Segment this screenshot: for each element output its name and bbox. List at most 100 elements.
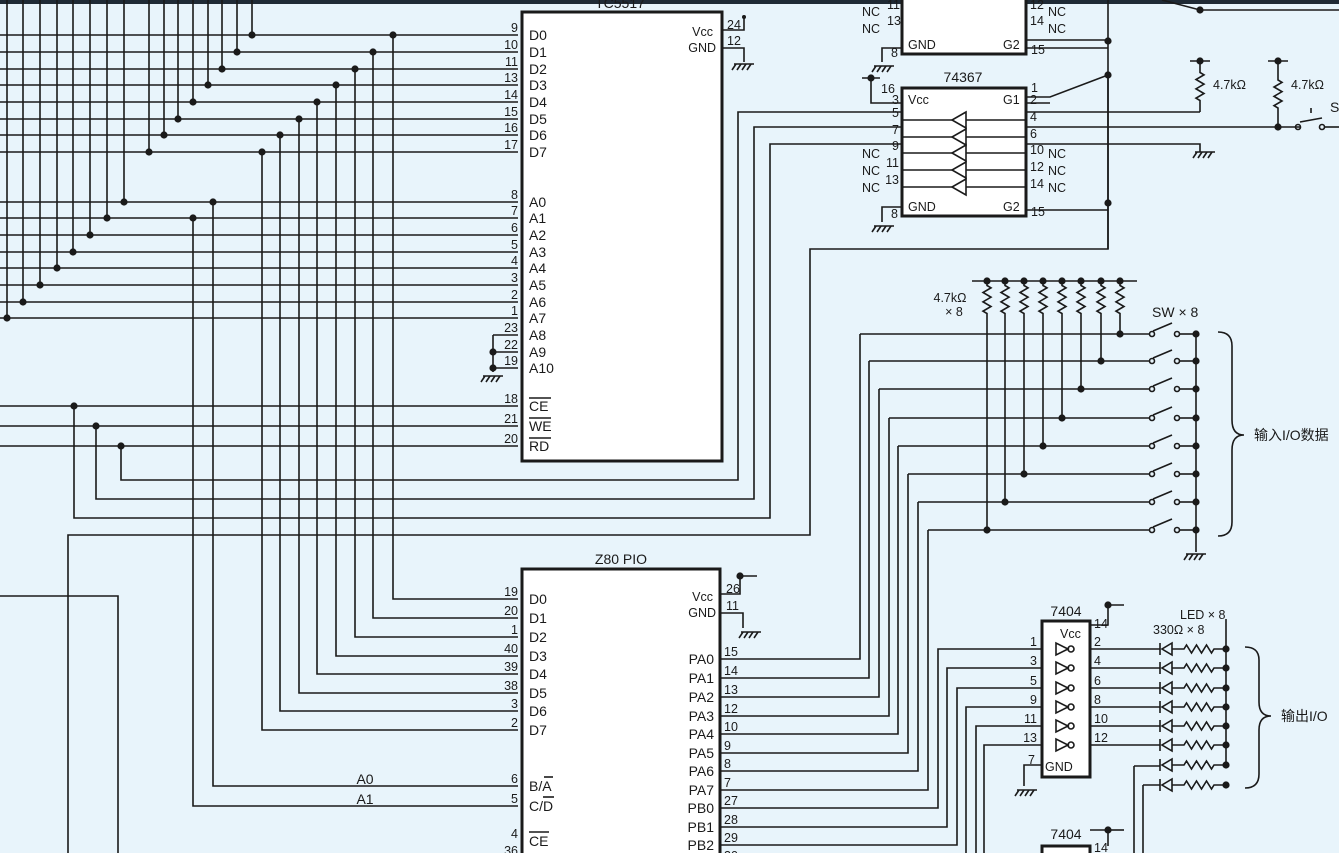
memory-vcc-label: Vcc (692, 25, 713, 39)
buffer-nc-label: NC (862, 181, 880, 195)
pio-right-pin-name: PA3 (689, 708, 715, 724)
memory-pin-number: 6 (511, 221, 518, 235)
junction-dot (1058, 414, 1066, 422)
buffer-upper-g2: G2 (1003, 38, 1020, 52)
junction-dot (351, 65, 359, 73)
junction-dot (1192, 498, 1200, 506)
inverter-pin-number: 11 (1024, 712, 1037, 726)
led-icon (1160, 718, 1173, 734)
pio-right-pin-name: PA4 (689, 726, 715, 742)
buffer-pin-number: 6 (1030, 127, 1037, 141)
memory-pin-number: 20 (504, 432, 518, 446)
buffer-74367-title: 74367 (944, 69, 983, 85)
switch-lever (1152, 406, 1173, 416)
junction-dot (1077, 385, 1085, 393)
buffer-upper-pin-11: 11 (887, 0, 900, 12)
buffer-upper-nc-2: NC (862, 22, 880, 36)
wire (212, 202, 518, 787)
junction-dot (1222, 703, 1230, 711)
wire (720, 502, 919, 772)
junction-dot (1192, 526, 1200, 534)
junction-dot (1104, 37, 1112, 45)
ground-hatch (1207, 151, 1213, 159)
pio-left-pin-name: D4 (529, 666, 547, 682)
ground-hatch (485, 375, 491, 383)
wire (720, 361, 870, 679)
inverter-icon (1055, 660, 1070, 676)
inverter-icon (1055, 680, 1070, 696)
memory-pin-number: 10 (504, 38, 518, 52)
switch-contact (1148, 385, 1156, 393)
pio-right-pin-name: PA7 (689, 782, 715, 798)
buffer-74367-g1: G1 (1003, 93, 1020, 107)
memory-pin-name: D5 (529, 111, 547, 127)
ground-hatch (871, 225, 877, 233)
led-resistor-label: 330Ω × 8 (1153, 623, 1204, 637)
pio-right-pin-number: 12 (724, 702, 738, 716)
wire (0, 595, 119, 853)
inverter-pin-number: 4 (1094, 654, 1101, 668)
wire (720, 418, 890, 717)
pio-right-pin-number: 8 (724, 757, 731, 771)
junction-dot (1097, 277, 1105, 285)
memory-pin-number: 22 (504, 338, 518, 352)
junction-dot (1192, 442, 1200, 450)
buffer-pin-number: 14 (1030, 177, 1044, 191)
junction-dot (218, 65, 226, 73)
switch-contact (1148, 414, 1156, 422)
memory-pin-name: RD (529, 438, 549, 454)
junction-dot (1116, 330, 1124, 338)
buffer-pin-number: 13 (885, 173, 899, 187)
wire (720, 334, 861, 660)
wire (722, 17, 745, 31)
pio-left-pin-name: D3 (529, 648, 547, 664)
pio-right-pin-name: PA5 (689, 745, 715, 761)
wire (965, 706, 1056, 853)
memory-pin-name: A8 (529, 327, 546, 343)
led-array-label: LED × 8 (1180, 608, 1226, 622)
inverter-second-pin-14: 14 (1094, 841, 1108, 853)
junction-dot (1077, 277, 1085, 285)
junction-dot (258, 148, 266, 156)
buffer-chip-upper: NC NC 11 13 12 14 NC NC GND G2 8 15 (862, 0, 1066, 60)
buffer-upper-pin-15: 15 (1031, 43, 1045, 57)
junction-dot (248, 31, 256, 39)
wire (354, 69, 518, 638)
inverter-pin-number: 2 (1094, 635, 1101, 649)
memory-pin-number: 15 (504, 105, 518, 119)
memory-pin-name: CE (529, 398, 548, 414)
junction-dot (3, 314, 11, 322)
ground-hatch (480, 375, 486, 383)
junction-dot (1104, 601, 1112, 609)
junction-dot (1020, 470, 1028, 478)
memory-pin-number: 18 (504, 392, 518, 406)
memory-pin-name: A3 (529, 244, 546, 260)
ground-hatch (1198, 553, 1204, 561)
junction-dot (983, 526, 991, 534)
pio-right-pin-number: 30 (724, 849, 738, 853)
junction-dot (1274, 57, 1282, 65)
switch-contact (1173, 442, 1181, 450)
switch-contact (1148, 330, 1156, 338)
junction-dot (1222, 645, 1230, 653)
junction-dot (160, 131, 168, 139)
switch-contact (1148, 470, 1156, 478)
junction-dot (69, 248, 77, 256)
wire (372, 52, 518, 619)
wire (192, 218, 518, 807)
junction-dot (233, 48, 241, 56)
buffer-74367-vcc: Vcc (908, 93, 929, 107)
junction-dot (389, 31, 397, 39)
memory-pin-number: 8 (511, 188, 518, 202)
pio-right-pin-name: PA2 (689, 689, 715, 705)
pio-left-pin-name: D2 (529, 629, 547, 645)
junction-dot (53, 264, 61, 272)
inverter-pin-number: 1 (1030, 635, 1037, 649)
bus-label-a1: A1 (356, 791, 373, 807)
memory-pin-name: A0 (529, 194, 546, 210)
inverter-second-body (1040, 844, 1092, 853)
junction-dot (1196, 57, 1204, 65)
junction-dot (189, 98, 197, 106)
pio-left-pin-name: D5 (529, 685, 547, 701)
buffer-upper-nc-1: NC (862, 5, 880, 19)
